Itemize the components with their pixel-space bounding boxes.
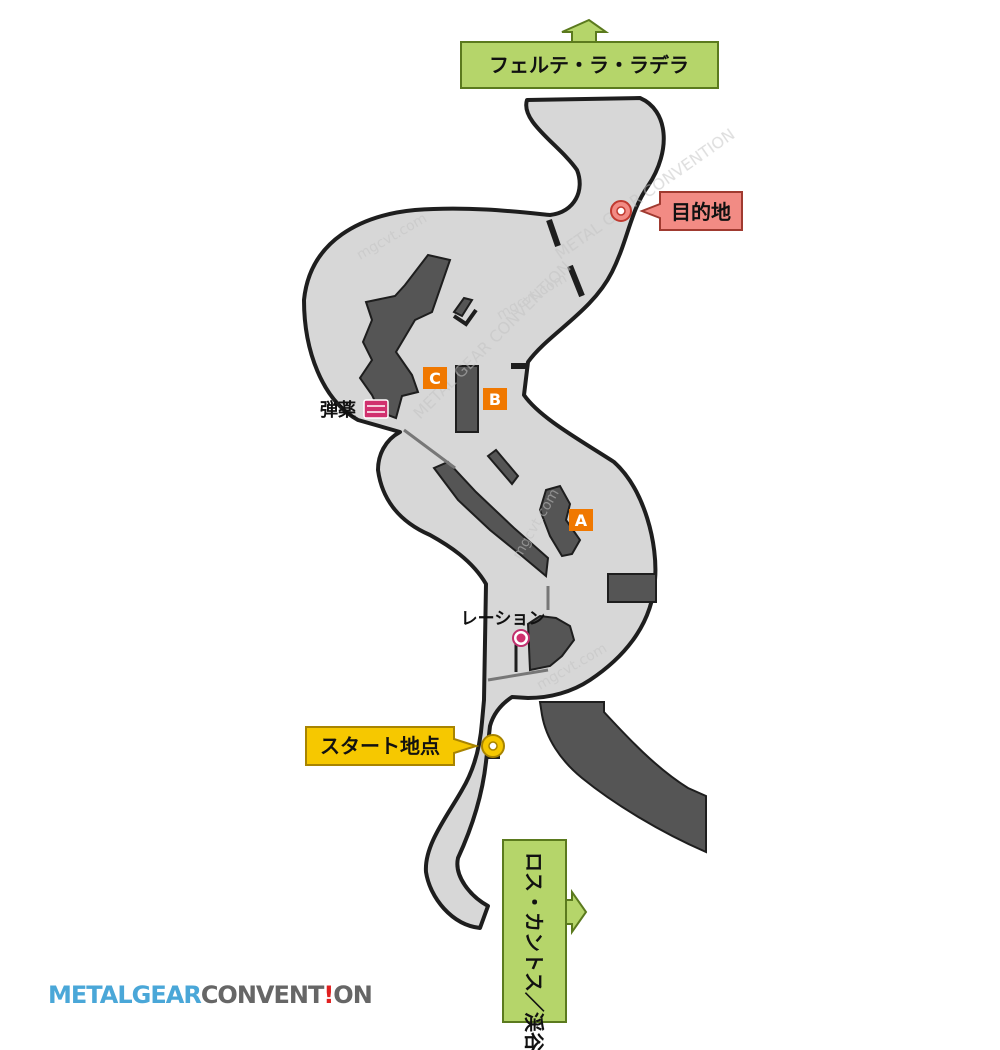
goal-pin-dot [616, 206, 626, 216]
path-line-1 [403, 428, 456, 470]
logo-part-2: CONVENT [201, 981, 325, 1009]
ration-label: レーション [461, 609, 546, 629]
start-label: スタート地点 [320, 734, 440, 758]
bunker-east [607, 573, 657, 603]
logo-part-1: METALGEAR [48, 981, 201, 1009]
wall-north-2 [567, 264, 585, 298]
ammo-box-icon [363, 399, 389, 419]
exit-south[interactable]: ロス・カントス／渓谷 [502, 839, 588, 1050]
exit-south-arrow [565, 888, 588, 936]
ammo-marker[interactable]: 弾薬 [320, 399, 389, 421]
point-c-badge [423, 367, 447, 389]
point-c-label: C [429, 369, 441, 388]
ridge-diagonal [432, 460, 550, 578]
exit-south-label: ロス・カントス／渓谷 [522, 852, 546, 1050]
ammo-label: 弾薬 [320, 399, 356, 421]
wall-l-shape [452, 308, 478, 327]
point-a[interactable]: A [569, 509, 593, 531]
start-marker[interactable]: スタート地点 [305, 726, 505, 766]
point-a-label: A [575, 511, 588, 530]
small-wall-1 [486, 448, 520, 486]
goal-marker[interactable]: 目的地 [610, 191, 743, 231]
ravine-south [538, 701, 707, 854]
start-pin-dot [488, 741, 498, 751]
goal-label: 目的地 [671, 200, 731, 224]
ration-pin-dot [516, 633, 526, 643]
rock-ration [526, 614, 576, 672]
building-a [538, 484, 582, 558]
point-b[interactable]: B [483, 388, 507, 410]
point-c[interactable]: C [423, 367, 447, 389]
exit-north-arrow [561, 18, 610, 43]
goal-callout [639, 191, 743, 231]
point-a-badge [569, 509, 593, 531]
start-callout [305, 726, 480, 766]
building-b [455, 365, 479, 433]
exit-north[interactable]: フェルテ・ラ・ラデラ [460, 18, 719, 89]
path-line-2 [487, 668, 549, 682]
site-logo: METALGEARCONVENT!ON [48, 981, 373, 1009]
logo-part-3: ! [323, 981, 333, 1009]
logo-part-4: ON [333, 981, 372, 1009]
exit-north-box [460, 41, 719, 89]
point-b-label: B [489, 390, 501, 409]
obstacles [358, 253, 707, 854]
wall-nw-fragment [452, 296, 474, 318]
ration-marker[interactable]: レーション [461, 609, 546, 647]
walls [403, 219, 585, 759]
logo-text: METALGEARCONVENT!ON [48, 981, 372, 1009]
point-b-badge [483, 388, 507, 410]
exit-north-label: フェルテ・ラ・ラデラ [489, 53, 689, 77]
wall-north-1 [546, 219, 561, 247]
exit-south-box [502, 839, 567, 1023]
